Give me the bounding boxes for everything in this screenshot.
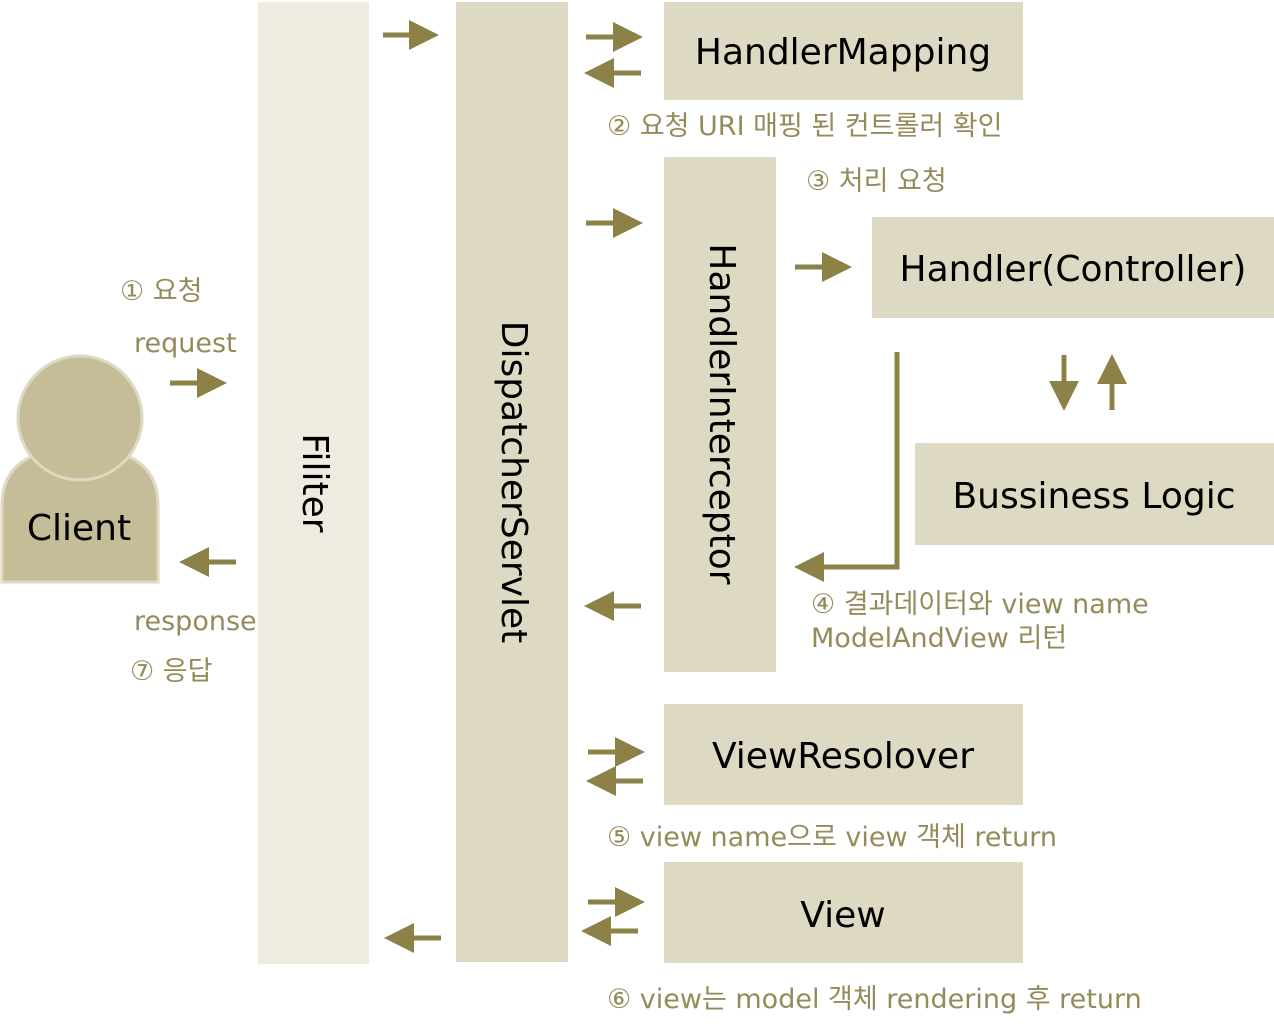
response-note: response xyxy=(134,606,257,637)
client-label: Client xyxy=(27,508,131,549)
dispatcher-servlet-bar xyxy=(456,2,568,962)
view-resolver-box xyxy=(664,704,1023,805)
step2-note: ② 요청 URI 매핑 된 컨트롤러 확인 xyxy=(607,111,1002,142)
view-box xyxy=(664,862,1023,963)
arrow-model-and-view-return xyxy=(794,352,900,582)
handler-controller-box xyxy=(872,217,1274,318)
handler-interceptor-bar xyxy=(664,157,776,672)
step7-note: ⑦ 응답 xyxy=(130,656,212,687)
step4-note-line2: ModelAndView 리턴 xyxy=(811,623,1067,654)
dispatcher-servlet-label: DispatcherServlet xyxy=(493,321,534,643)
handler-mapping-box xyxy=(664,2,1023,100)
handler-interceptor-label: HandlerInterceptor xyxy=(701,243,742,584)
view-label: View xyxy=(800,895,885,936)
view-resolver-label: ViewResolover xyxy=(712,736,974,777)
client-actor: Client xyxy=(0,354,160,584)
step4-note-line1: ④ 결과데이터와 view name xyxy=(811,589,1149,620)
step5-note: ⑤ view name으로 view 객체 return xyxy=(607,822,1057,853)
flow-arrows xyxy=(170,20,1127,953)
client-head xyxy=(16,354,144,482)
business-logic-box xyxy=(915,443,1274,545)
handler-mapping-label: HandlerMapping xyxy=(695,32,991,73)
handler-controller-label: Handler(Controller) xyxy=(900,249,1247,290)
filter-bar xyxy=(258,2,369,964)
request-note: request xyxy=(134,328,237,359)
step6-note: ⑥ view는 model 객체 rendering 후 return xyxy=(607,984,1142,1015)
step1-note: ① 요청 xyxy=(120,276,202,307)
filter-label: Filiter xyxy=(294,433,335,532)
step3-note: ③ 처리 요청 xyxy=(806,166,947,197)
business-logic-label: Bussiness Logic xyxy=(952,476,1235,517)
